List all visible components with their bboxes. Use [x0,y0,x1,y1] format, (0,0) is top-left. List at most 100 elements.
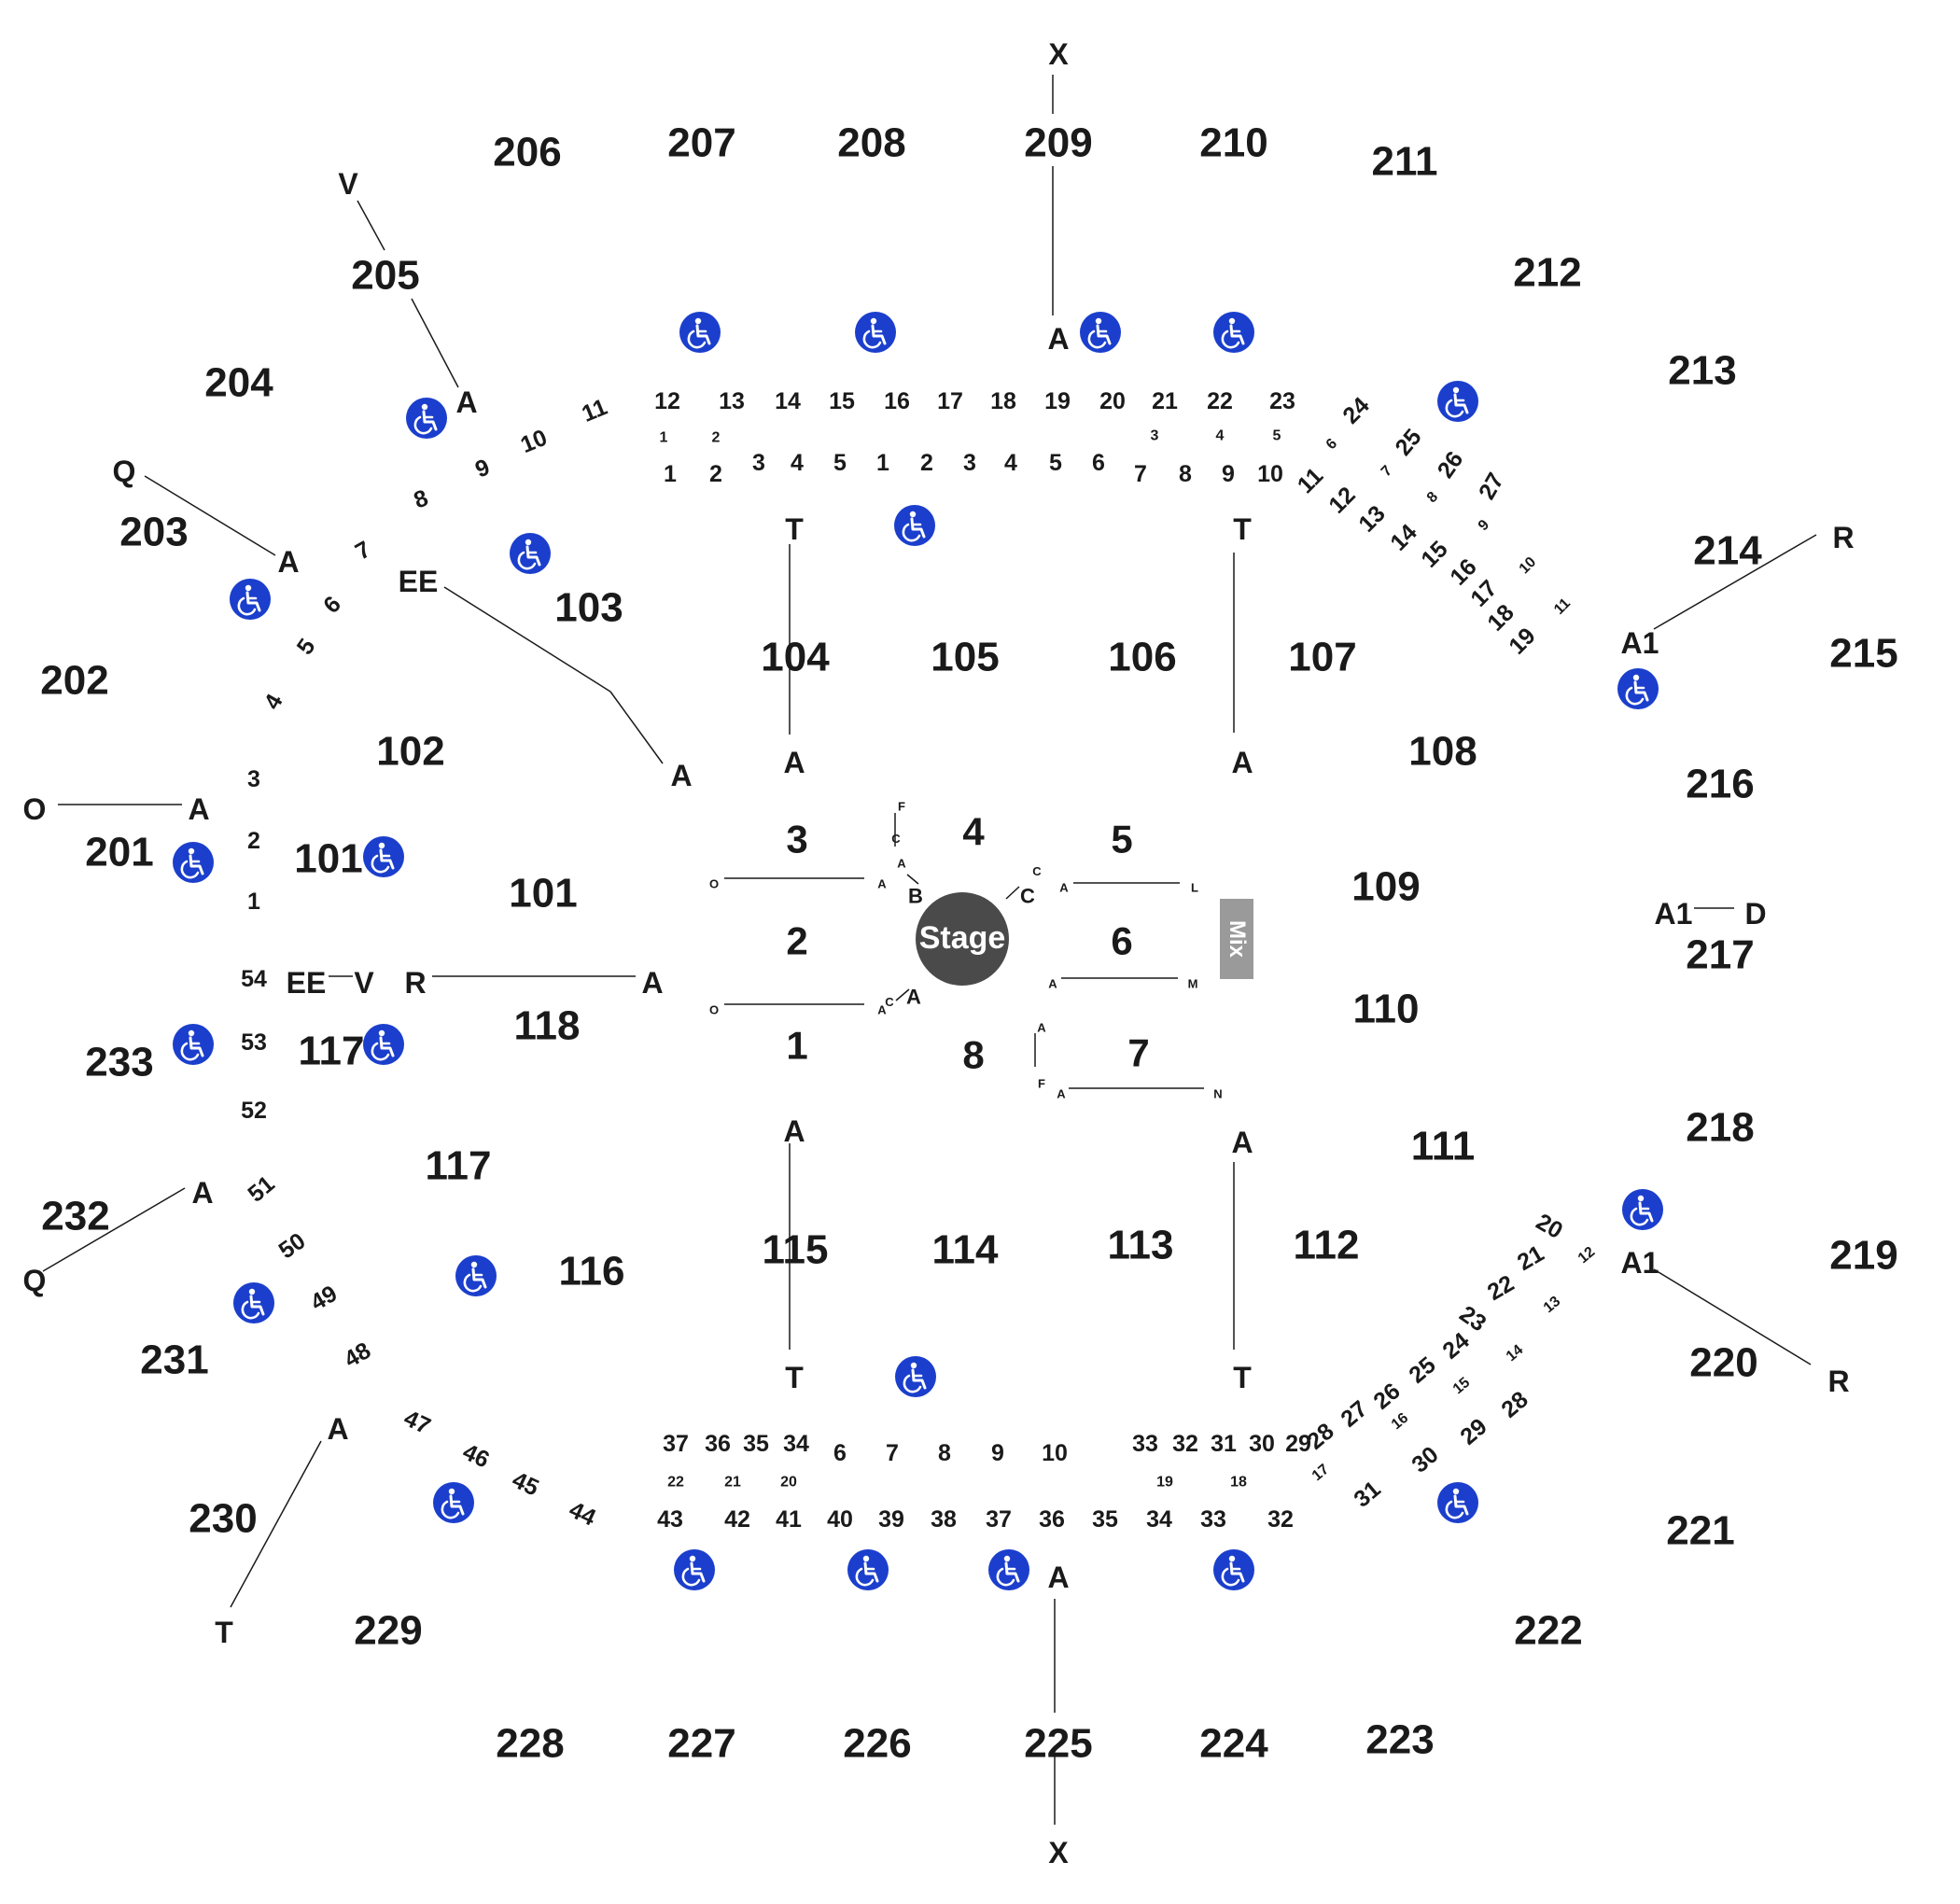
seat-number: 36 [705,1431,731,1457]
section-113[interactable]: 113 [1108,1223,1174,1268]
section-112[interactable]: 112 [1294,1223,1360,1268]
section-117[interactable]: 117 [426,1143,492,1189]
section-101[interactable]: 101 [509,871,577,917]
section-228[interactable]: 228 [496,1721,564,1767]
section-211[interactable]: 211 [1372,139,1438,185]
section-108[interactable]: 108 [1408,729,1477,775]
section-222[interactable]: 222 [1514,1608,1582,1654]
seat-number: 25 [1390,424,1426,460]
section-203[interactable]: 203 [119,510,188,555]
floor-row-label: A [877,877,887,891]
section-110[interactable]: 110 [1353,987,1420,1032]
section-210[interactable]: 210 [1199,120,1267,166]
section-216[interactable]: 216 [1686,762,1754,807]
section-205[interactable]: 205 [351,253,419,299]
wheelchair-icon [406,398,447,439]
section-231[interactable]: 231 [140,1337,208,1383]
section-206[interactable]: 206 [493,130,561,175]
section-220[interactable]: 220 [1689,1340,1757,1386]
section-218[interactable]: 218 [1686,1105,1754,1151]
floor-section-3[interactable]: 3 [786,818,807,861]
row-label: R [404,966,426,1000]
row-label: A [670,759,692,792]
seat-number: 18 [990,388,1016,414]
section-202[interactable]: 202 [40,658,108,704]
section-229[interactable]: 229 [354,1608,422,1654]
wheelchair-icon [1617,668,1659,709]
section-227[interactable]: 227 [667,1721,735,1767]
floor-row-label: N [1213,1087,1222,1101]
section-209[interactable]: 209 [1024,120,1092,166]
row-label: X [1048,1836,1069,1869]
seat-number: 12 [1575,1244,1599,1267]
section-109[interactable]: 109 [1351,864,1420,910]
section-104[interactable]: 104 [761,635,830,680]
wheelchair-icon [674,1549,715,1590]
section-117[interactable]: 117 [299,1029,365,1074]
floor-section-8[interactable]: 8 [962,1033,984,1077]
row-label: Q [23,1264,47,1297]
section-114[interactable]: 114 [932,1227,1000,1273]
section-201[interactable]: 201 [85,830,153,875]
seat-number: 14 [775,388,801,414]
seat-number: 3 [1151,428,1159,444]
section-116[interactable]: 116 [559,1249,625,1295]
seat-number: 30 [1407,1441,1443,1477]
section-106[interactable]: 106 [1108,635,1176,680]
section-224[interactable]: 224 [1199,1721,1268,1767]
section-214[interactable]: 214 [1693,528,1762,574]
row-label: T [785,1361,804,1394]
seat-number: 1 [876,450,889,476]
wheelchair-icon [855,312,896,353]
seat-number: 10 [517,425,551,458]
section-103[interactable]: 103 [554,585,623,631]
section-230[interactable]: 230 [189,1496,257,1542]
section-208[interactable]: 208 [837,120,905,166]
row-label: T [785,512,804,546]
floor-section-1[interactable]: 1 [786,1024,807,1068]
section-221[interactable]: 221 [1666,1508,1734,1554]
seat-number: 40 [827,1506,853,1533]
floor-section-7[interactable]: 7 [1127,1031,1149,1075]
seat-number: 34 [1146,1506,1172,1533]
floor-row-label: A [1059,881,1069,895]
seat-number: 21 [1152,388,1178,414]
section-215[interactable]: 215 [1829,631,1897,677]
seat-number: 2 [709,461,722,487]
seat-number: 22 [1483,1270,1519,1306]
section-226[interactable]: 226 [843,1721,911,1767]
section-233[interactable]: 233 [85,1040,153,1085]
seat-number: 34 [783,1431,809,1457]
section-225[interactable]: 225 [1024,1721,1092,1767]
row-label: A [1047,1561,1069,1594]
floor-section-4[interactable]: 4 [962,810,985,854]
seat-number: 6 [833,1440,847,1466]
section-107[interactable]: 107 [1288,635,1356,680]
row-label: O [23,792,47,826]
section-217[interactable]: 217 [1686,932,1754,978]
floor-row-label: L [1191,881,1198,895]
section-223[interactable]: 223 [1365,1717,1434,1763]
floor-section-2[interactable]: 2 [786,919,807,963]
section-207[interactable]: 207 [667,120,735,166]
seat-number: 39 [878,1506,904,1533]
section-101[interactable]: 101 [294,836,362,882]
seat-number: 20 [780,1475,797,1491]
section-204[interactable]: 204 [204,360,273,406]
row-label: A [277,545,299,579]
section-213[interactable]: 213 [1668,348,1736,394]
section-115[interactable]: 115 [763,1227,829,1273]
section-111[interactable]: 111 [1411,1124,1476,1169]
section-219[interactable]: 219 [1829,1233,1897,1279]
section-102[interactable]: 102 [376,729,444,775]
floor-section-6[interactable]: 6 [1111,919,1132,963]
section-105[interactable]: 105 [931,635,999,680]
floor-section-5[interactable]: 5 [1111,818,1132,861]
seat-number: 46 [458,1438,493,1473]
row-label: A [783,746,805,779]
wheelchair-icon [1437,381,1478,422]
section-212[interactable]: 212 [1513,250,1581,296]
section-232[interactable]: 232 [41,1194,109,1239]
section-118[interactable]: 118 [514,1003,581,1049]
seat-number: 33 [1200,1506,1226,1533]
